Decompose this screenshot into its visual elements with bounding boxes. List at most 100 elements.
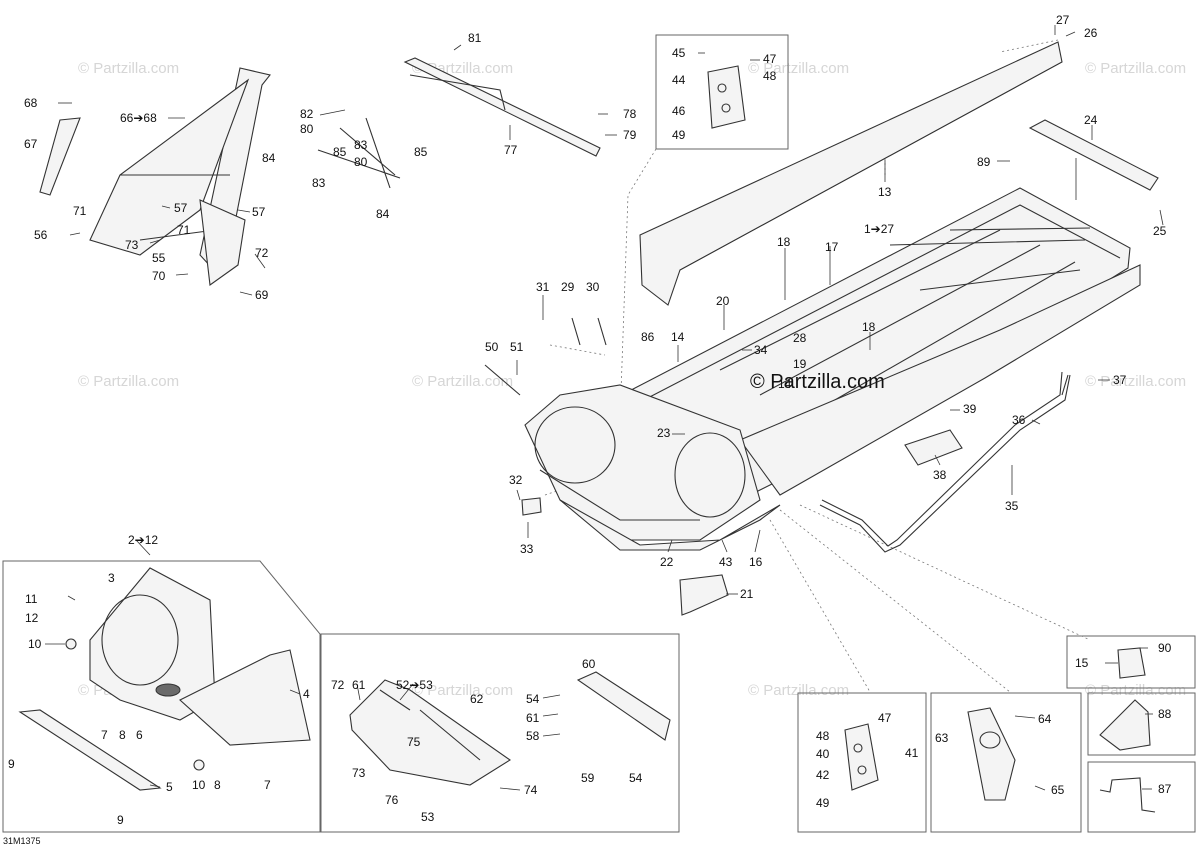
callout-78: 78 xyxy=(623,107,637,121)
callout-6: 6 xyxy=(136,728,143,742)
callout-9: 9 xyxy=(8,757,15,771)
bracket-40 xyxy=(844,723,879,791)
front-right-ring xyxy=(674,432,746,518)
column-support xyxy=(409,74,506,111)
tunnel-crossbars xyxy=(889,227,1091,291)
watermark: © Partzilla.com xyxy=(412,682,513,699)
bracket-88 xyxy=(1099,699,1151,751)
detail-box-bracket-a xyxy=(797,692,927,833)
callout-59: 59 xyxy=(581,771,595,785)
bracket-87 xyxy=(1099,777,1156,813)
diagram-code: 31M1375 xyxy=(3,836,41,846)
callout-53: 53 xyxy=(421,810,435,824)
callout-61: 61 xyxy=(526,711,540,725)
callout-42: 42 xyxy=(816,768,830,782)
callout-45: 45 xyxy=(672,46,686,60)
callout-28: 28 xyxy=(793,331,807,345)
callout-76: 76 xyxy=(385,793,399,807)
watermark: © Partzilla.com xyxy=(748,682,849,699)
callout-54: 54 xyxy=(526,692,540,706)
callout-26: 26 xyxy=(1084,26,1098,40)
bracket-21 xyxy=(679,574,729,616)
callout-88: 88 xyxy=(1158,707,1172,721)
tunnel-ribs xyxy=(719,229,1076,421)
callout-21: 21 xyxy=(740,587,754,601)
callout-5: 5 xyxy=(166,780,173,794)
running-board-detail xyxy=(349,671,671,786)
front-frame-4 xyxy=(179,649,311,746)
side-panel-16 xyxy=(739,264,1141,496)
belly-pan-22 xyxy=(559,499,781,551)
board-ribs xyxy=(379,689,481,761)
bracket-63-boss xyxy=(979,731,1001,749)
callout-15: 15 xyxy=(1075,656,1089,670)
callout-1-to-27: 1➔27 xyxy=(864,222,894,236)
callout-19: 19 xyxy=(793,357,807,371)
callout-30: 30 xyxy=(586,280,600,294)
detail-box-87 xyxy=(1087,761,1196,833)
callout-73: 73 xyxy=(125,238,139,252)
callout-16: 16 xyxy=(749,555,763,569)
callout-29: 29 xyxy=(561,280,575,294)
watermark: © Partzilla.com xyxy=(1085,60,1186,77)
hole xyxy=(717,83,727,93)
callout-22: 22 xyxy=(660,555,674,569)
callout-8: 8 xyxy=(214,778,221,792)
callout-57: 57 xyxy=(174,201,188,215)
center-logo: © Partzilla.com xyxy=(750,371,885,393)
callout-48: 48 xyxy=(763,69,777,83)
grab-rail-35-inner xyxy=(821,371,1063,547)
leader-lines xyxy=(45,25,1164,791)
callout-47: 47 xyxy=(878,711,892,725)
callout-49: 49 xyxy=(816,796,830,810)
callout-84: 84 xyxy=(262,151,276,165)
watermark: © Partzilla.com xyxy=(78,373,179,390)
callout-44: 44 xyxy=(672,73,686,87)
dashed-line xyxy=(799,504,1091,641)
detail-box-front-frame-outline xyxy=(2,560,321,833)
hole xyxy=(721,103,731,113)
callout-62: 62 xyxy=(470,692,484,706)
callout-13: 13 xyxy=(878,185,892,199)
detail-frames xyxy=(2,34,1196,833)
front-frame-detail xyxy=(18,567,311,791)
strap-29-30 xyxy=(571,317,607,346)
callout-52-to-53: 52➔53 xyxy=(396,678,433,692)
detail-box-15 xyxy=(1066,635,1196,689)
dashed-line xyxy=(769,519,871,693)
watermark: © Partzilla.com xyxy=(412,373,513,390)
callout-72: 72 xyxy=(331,678,345,692)
callout-75: 75 xyxy=(407,735,421,749)
callout-83: 83 xyxy=(312,176,326,190)
callout-69: 69 xyxy=(255,288,269,302)
tunnel-ridge xyxy=(639,204,1121,403)
bracket-44 xyxy=(707,65,746,129)
rod-50 xyxy=(484,364,521,396)
callout-70: 70 xyxy=(152,269,166,283)
callout-14: 14 xyxy=(778,377,792,391)
callout-58: 58 xyxy=(526,729,540,743)
rail-end-37 xyxy=(1061,374,1069,396)
callout-81: 81 xyxy=(468,31,482,45)
board-edge-60 xyxy=(576,671,671,741)
callout-27: 27 xyxy=(1056,13,1070,27)
callout-14: 14 xyxy=(671,330,685,344)
callout-84: 84 xyxy=(376,207,390,221)
callout-17: 17 xyxy=(825,240,839,254)
dashed-leaders xyxy=(544,39,1091,693)
callout-48: 48 xyxy=(816,729,830,743)
callout-23: 23 xyxy=(657,426,671,440)
callout-87: 87 xyxy=(1158,782,1172,796)
callout-8: 8 xyxy=(119,728,126,742)
callout-37: 37 xyxy=(1113,373,1127,387)
detail-box-88 xyxy=(1087,692,1196,756)
callout-41: 41 xyxy=(905,746,919,760)
a-frame-braces xyxy=(120,174,230,241)
callout-47: 47 xyxy=(763,52,777,66)
callout-34: 34 xyxy=(754,343,768,357)
callout-71: 71 xyxy=(73,204,87,218)
running-board-52 xyxy=(349,679,511,786)
callout-64: 64 xyxy=(1038,712,1052,726)
rear-rail-24 xyxy=(1028,119,1159,191)
